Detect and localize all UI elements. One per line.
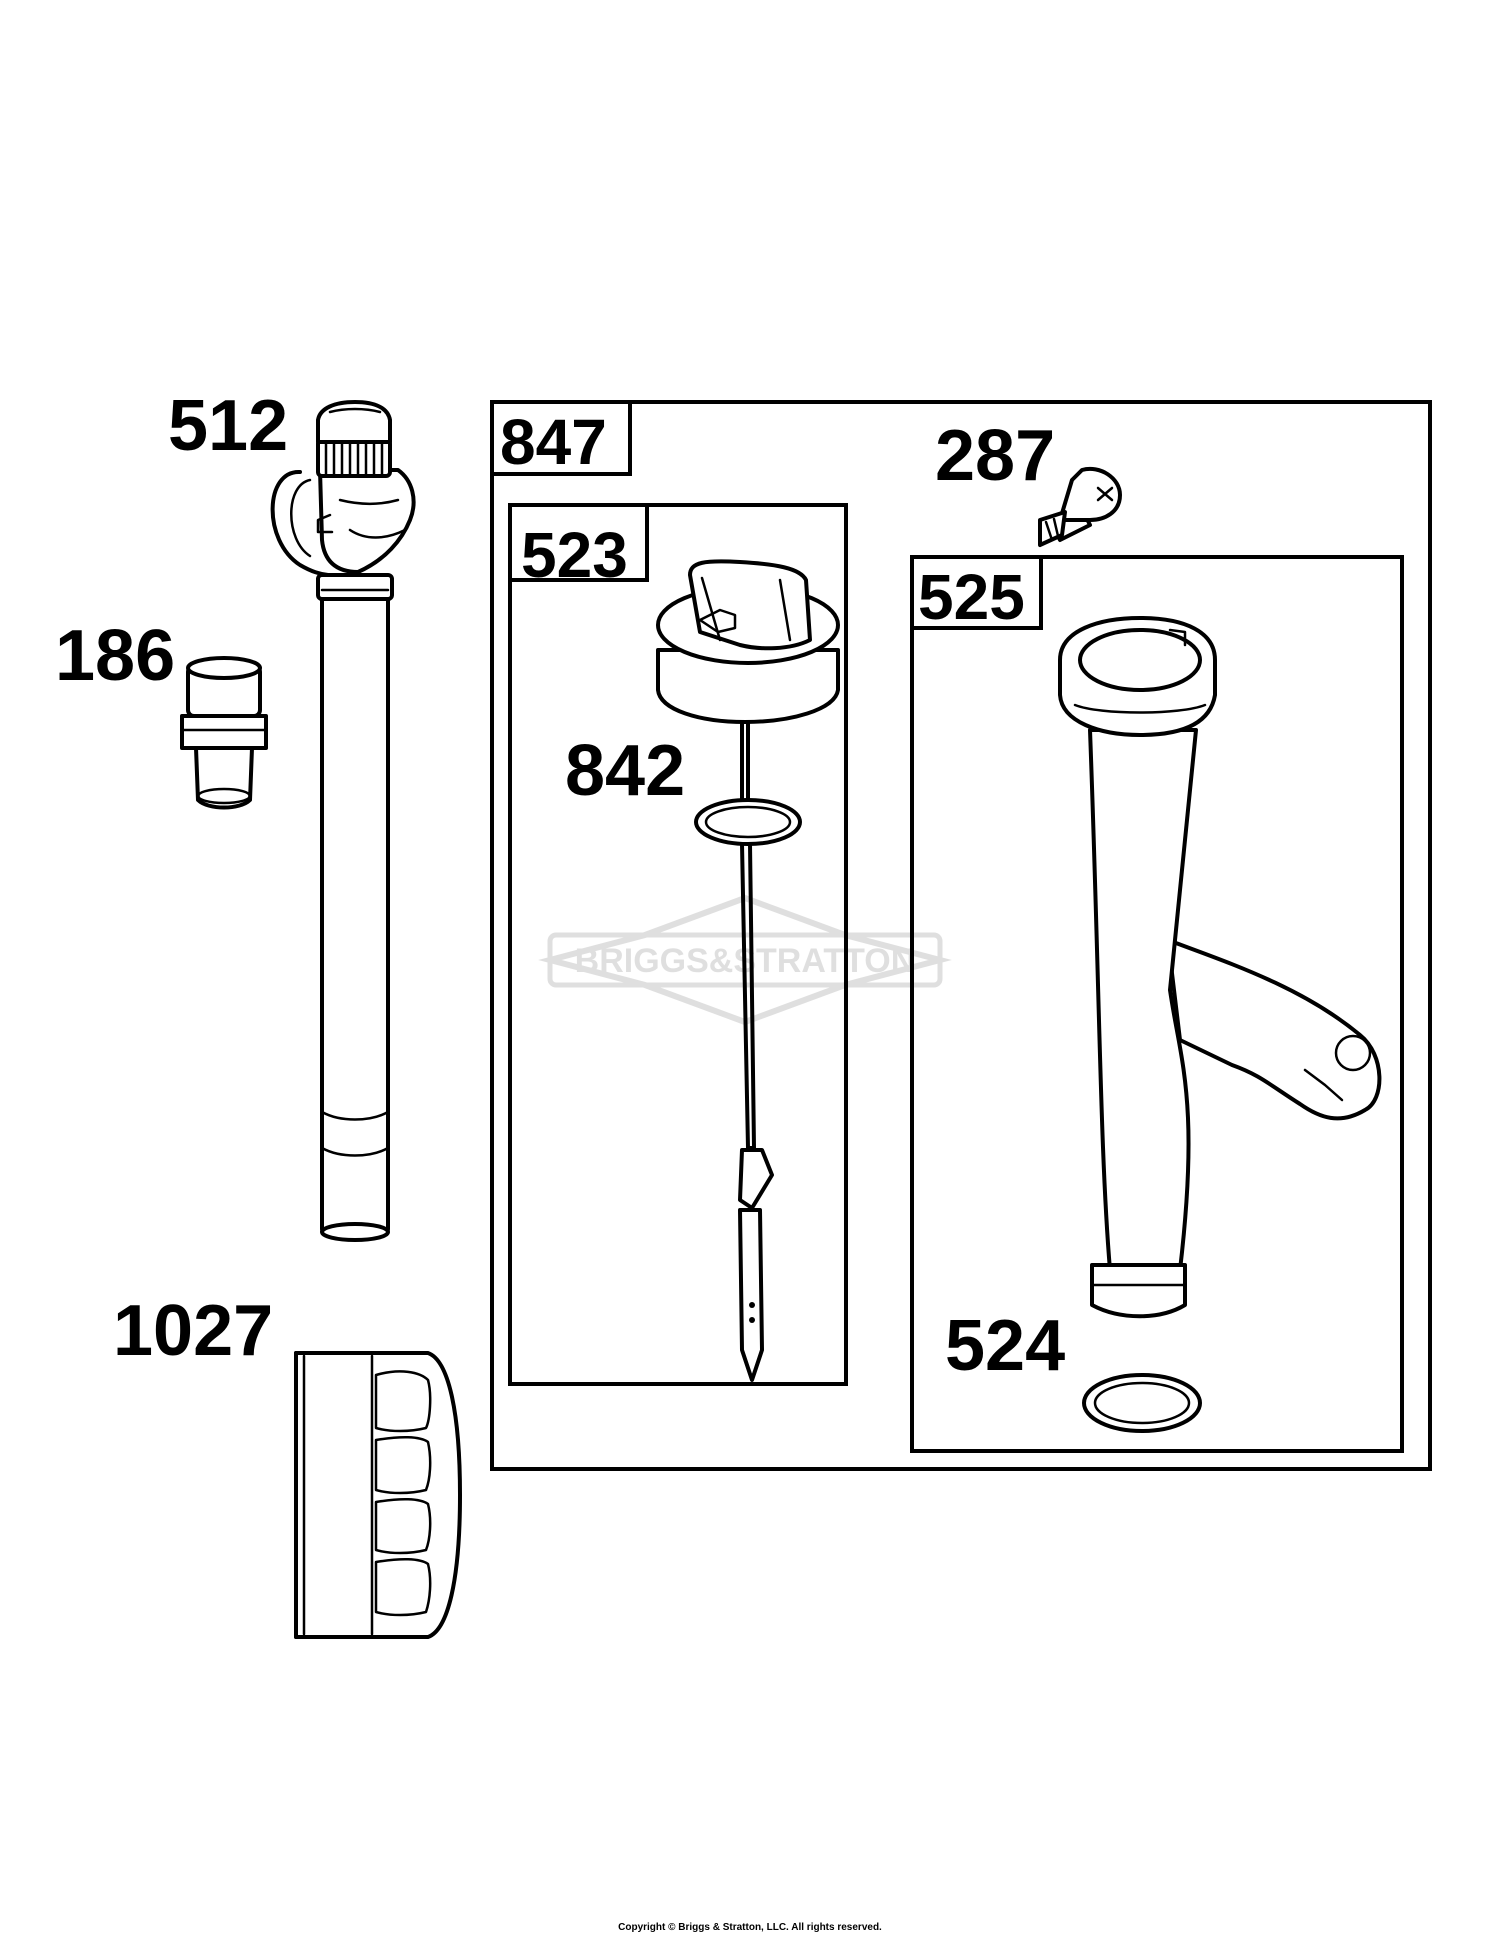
part-186-fitting [180,656,268,810]
part-523-oil-cap [656,559,840,724]
label-524: 524 [945,1306,1065,1386]
part-1027-oil-filter [294,1351,462,1639]
label-523: 523 [521,519,628,591]
kit-box-847 [490,400,1432,1471]
label-box-523 [508,503,649,582]
part-525-fill-tube [1058,616,1382,1319]
label-287: 287 [935,416,1055,496]
label-525: 525 [918,561,1025,633]
label-842: 842 [565,731,685,811]
part-287-screw [1038,466,1122,547]
label-box-847 [490,400,632,476]
part-524-o-ring [1082,1373,1202,1433]
copyright-notice: Copyright © Briggs & Stratton, LLC. All … [618,1922,882,1933]
label-512: 512 [168,386,288,466]
label-847: 847 [500,406,607,478]
kit-box-523 [508,503,848,1386]
label-box-525 [910,555,1043,630]
label-1027: 1027 [113,1291,273,1371]
label-186: 186 [55,616,175,696]
part-512-dipstick-tube [270,400,416,1242]
kit-box-525 [910,555,1404,1453]
part-dipstick-blade [738,720,774,1382]
